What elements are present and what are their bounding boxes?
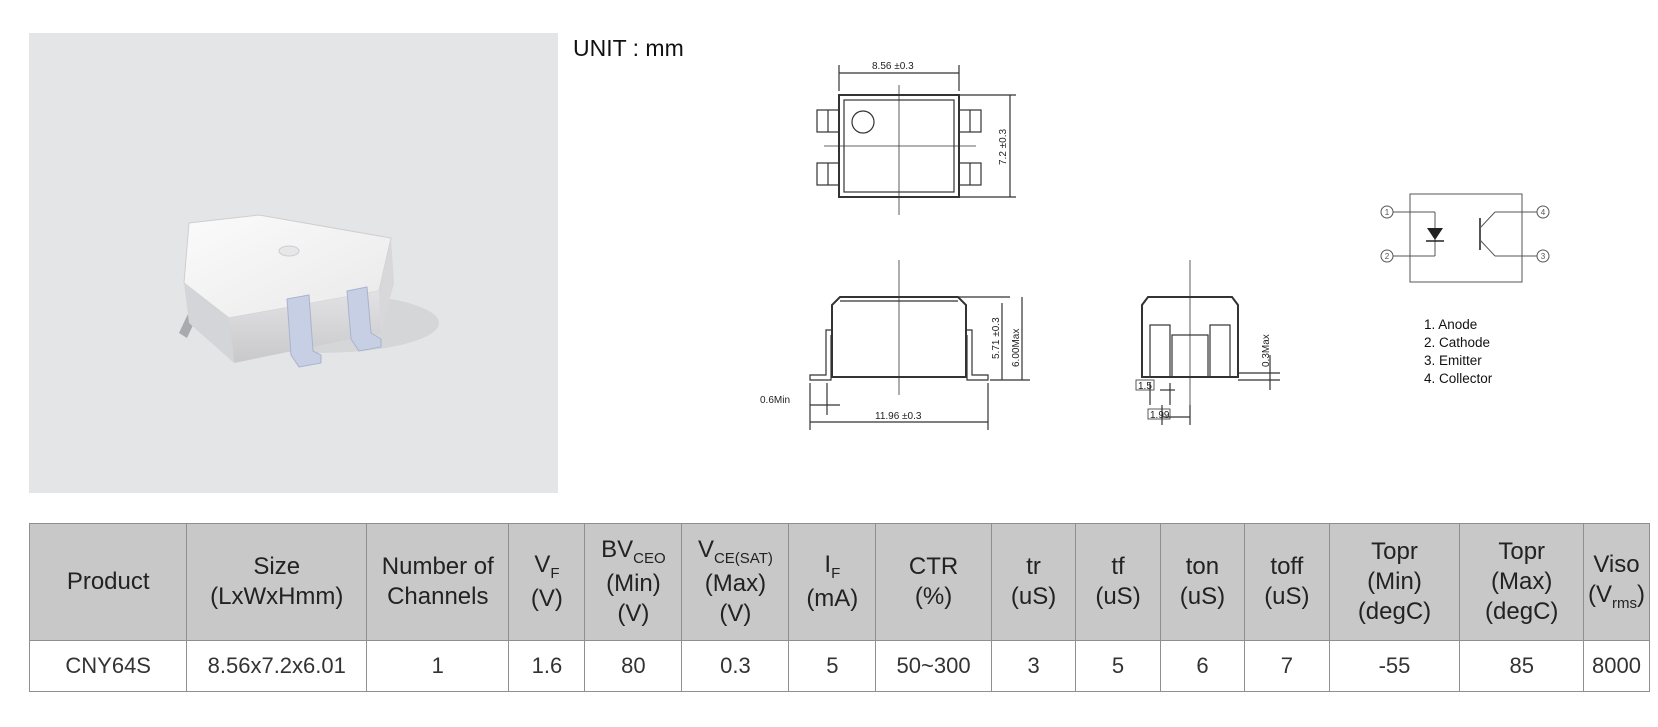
cell-tr: 3 [990,640,1077,692]
header-tf: tf(uS) [1075,523,1161,641]
package-dimension-drawing: 8.56 ±0.3 7.2 ±0.3 5.71 ±0.3 6.00Max 0.6… [760,61,1280,430]
cell-vf: 1.6 [508,640,586,692]
optocoupler-package-image [179,214,439,368]
pin-number-4: 4 [1541,208,1546,217]
cell-ctr: 50~300 [875,640,992,692]
table-row: CNY64S 8.56x7.2x6.01 1 1.6 80 0.3 5 50~3… [28,640,1650,692]
cell-ton: 6 [1159,640,1246,692]
dim-top-height: 7.2 ±0.3 [998,128,1009,165]
pin-number-3: 3 [1541,252,1546,261]
dim-body-height: 5.71 ±0.3 [991,317,1002,359]
pin-number-2: 2 [1385,252,1390,261]
pin-number-1: 1 [1385,208,1390,217]
header-product: Product [28,523,188,641]
cell-vcesat: 0.3 [681,640,790,692]
pin-list-item: 4. Collector [1424,371,1493,386]
header-tr: tr(uS) [990,523,1077,641]
header-ctr: CTR(%) [875,523,992,641]
cell-topr-max: 85 [1459,640,1584,692]
cell-topr-min: -55 [1328,640,1461,692]
header-vf: VF(V) [508,523,586,641]
dim-side-b: 1.99 [1150,410,1170,421]
cell-size: 8.56x7.2x6.01 [186,640,368,692]
header-viso: Viso(Vrms) [1583,523,1650,641]
dim-top-width: 8.56 ±0.3 [872,61,914,72]
pin-list: 1. Anode 2. Cathode 3. Emitter 4. Collec… [1424,316,1492,388]
pin-list-item: 1. Anode [1424,317,1478,332]
cell-viso: 8000 [1583,640,1650,692]
unit-label: UNIT : mm [573,35,684,61]
cell-channels: 1 [366,640,510,692]
header-ton: ton(uS) [1159,523,1246,641]
pin-list-item: 2. Cathode [1424,335,1491,350]
cell-if: 5 [788,640,877,692]
product-photo [29,33,558,493]
cell-tf: 5 [1075,640,1161,692]
header-size: Size(LxWxHmm) [186,523,368,641]
dim-overall-width: 11.96 ±0.3 [875,411,922,422]
header-bvceo: BVCEO(Min)(V) [584,523,683,641]
header-toff: toff(uS) [1244,523,1330,641]
cell-bvceo: 80 [584,640,683,692]
dim-side-a: 1.5 [1138,381,1152,392]
header-vcesat: VCE(SAT)(Max)(V) [681,523,790,641]
circuit-schematic: 1 2 3 4 [1380,193,1550,283]
dim-side-lead-max: 0.3Max [1261,334,1272,367]
cell-product: CNY64S [28,640,188,692]
pin-list-item: 3. Emitter [1424,353,1482,368]
header-topr-max: Topr(Max)(degC) [1459,523,1584,641]
dim-max-height: 6.00Max [1011,329,1022,367]
dim-lead-min: 0.6Min [760,395,790,406]
cell-toff: 7 [1244,640,1330,692]
header-topr-min: Topr(Min)(degC) [1328,523,1461,641]
header-if: IF(mA) [788,523,877,641]
led-diode-icon [1427,228,1443,240]
